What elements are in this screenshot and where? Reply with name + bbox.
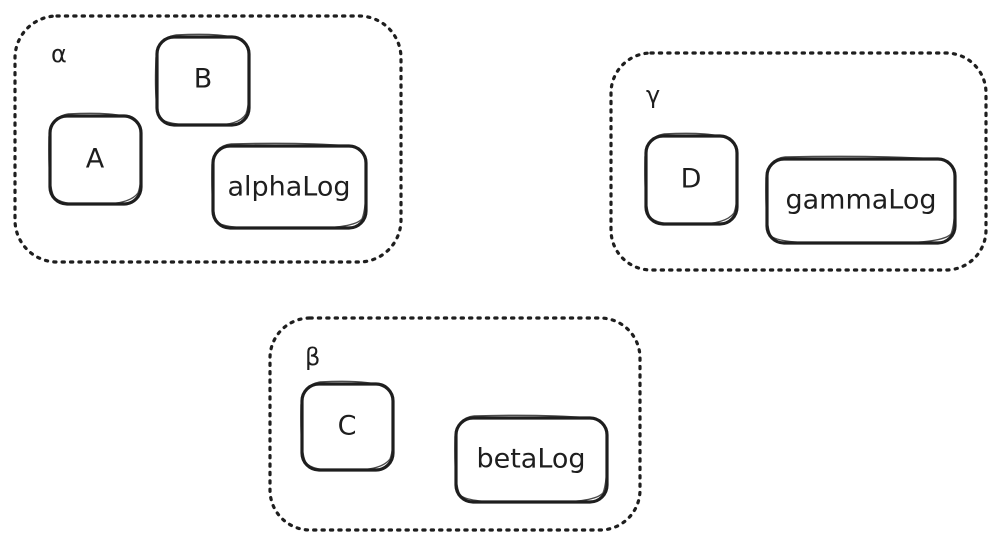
node-b: B xyxy=(154,33,251,127)
group-gamma-frame xyxy=(609,51,988,272)
node-d-sketch-stroke xyxy=(644,132,739,226)
group-beta-label: β xyxy=(305,343,320,371)
node-b-sketch-stroke xyxy=(154,33,251,126)
node-gamma-log: gammaLog xyxy=(765,155,957,245)
node-alpha-log: alphaLog xyxy=(211,142,368,230)
node-c-sketch-stroke xyxy=(300,380,395,472)
node-d-label: D xyxy=(681,164,702,195)
group-alpha-frame xyxy=(13,14,403,264)
node-beta-log: betaLog xyxy=(454,414,609,504)
node-beta-log-sketch-stroke xyxy=(454,414,608,504)
group-gamma: γ xyxy=(609,51,988,272)
node-a: A xyxy=(48,112,143,206)
node-c: C xyxy=(300,380,395,472)
group-beta-frame xyxy=(268,316,642,532)
group-beta: β xyxy=(268,316,642,532)
group-gamma-label: γ xyxy=(646,81,660,109)
node-alpha-log-sketch-stroke xyxy=(211,142,367,230)
node-alpha-log-label: alphaLog xyxy=(227,172,350,203)
node-gamma-log-label: gammaLog xyxy=(785,185,936,216)
node-d: D xyxy=(644,132,739,226)
node-gamma-log-sketch-stroke xyxy=(765,155,956,245)
node-c-label: C xyxy=(338,411,357,442)
node-b-label: B xyxy=(194,64,213,95)
group-alpha-label: α xyxy=(51,40,67,68)
node-a-sketch-stroke xyxy=(48,112,143,206)
node-beta-log-label: betaLog xyxy=(476,444,585,475)
node-a-label: A xyxy=(86,144,105,175)
group-alpha: α xyxy=(13,14,403,264)
